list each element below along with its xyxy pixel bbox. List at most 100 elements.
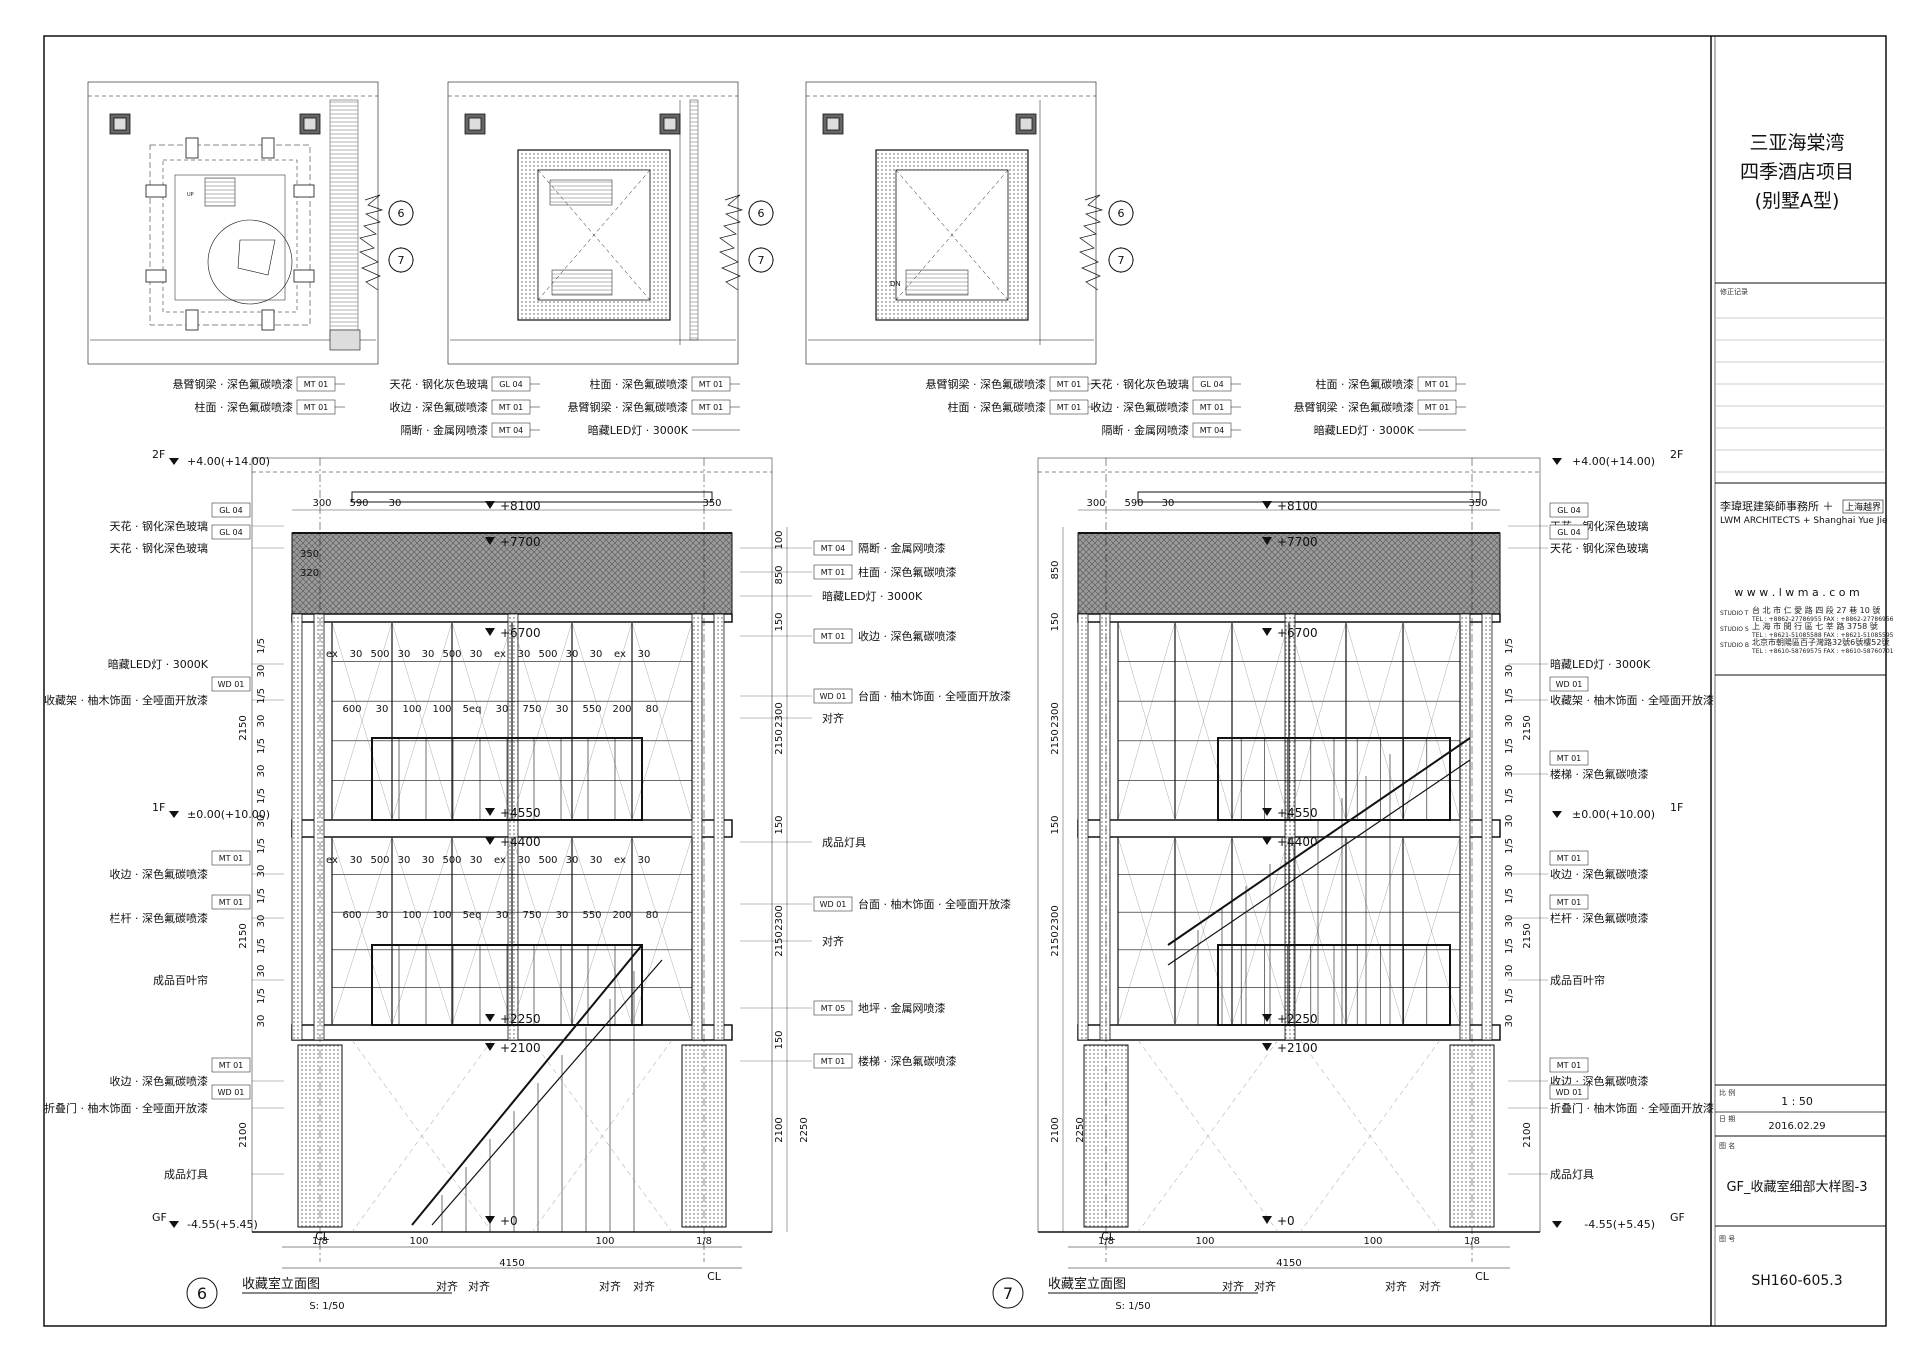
plan-1-marker-6: 6	[398, 207, 405, 220]
top-callout: 悬臂钢梁 · 深色氟碳喷漆	[926, 377, 1047, 391]
right-callout: 台面 · 柚木饰面 · 全哑面开放漆	[858, 689, 1011, 703]
elevation-scale: S: 1/50	[309, 1301, 344, 1312]
plan-1-up-label: UP	[187, 192, 194, 198]
elevation-number-circle	[186, 1277, 218, 1309]
floor-level-icon-0	[169, 458, 179, 465]
dimension-side: 2300	[1050, 702, 1061, 727]
side-callout: 天花 · 钢化深色玻璃	[1550, 541, 1649, 555]
dimension-fraction: 1/5	[1504, 738, 1515, 754]
level-mark-2-icon	[485, 628, 495, 636]
material-code-box	[813, 688, 853, 704]
material-code: GL 04	[219, 528, 242, 537]
drawing-name-label: 图 名	[1719, 1141, 1735, 1150]
centerline-label: CL	[1475, 1270, 1490, 1283]
dimension-fraction: 1/5	[256, 738, 267, 754]
side-callout: 折叠门 · 柚木饰面 · 全哑面开放漆	[1550, 1101, 1714, 1115]
material-code: MT 01	[219, 854, 244, 863]
floor-level-icon-1	[169, 811, 179, 818]
dimension-inner: 350	[300, 549, 319, 560]
dimension-fraction: 1/5	[1504, 688, 1515, 704]
level-mark-0: +8100	[500, 499, 541, 513]
material-code-box	[1549, 524, 1589, 540]
dimension-row: 30	[590, 855, 603, 866]
dimension-side: 2250	[1075, 1117, 1086, 1142]
top-callout: 暗藏LED灯 · 3000K	[1314, 423, 1415, 437]
dimension-total: 2100	[1522, 1122, 1533, 1147]
dimension-total: 2150	[238, 923, 249, 948]
material-code: MT 01	[699, 380, 724, 389]
align-label: 对齐	[436, 1279, 458, 1293]
material-code: MT 01	[304, 380, 329, 389]
dimension-fraction: 1/5	[1504, 638, 1515, 654]
dimension-row: 30	[422, 855, 435, 866]
material-code: MT 01	[1057, 403, 1082, 412]
firm-website: w w w . l w m a . c o m	[1734, 586, 1859, 599]
dimension-side: 150	[1050, 815, 1061, 834]
dimension-row: 500	[370, 649, 389, 660]
dimension-bottom: 4150	[499, 1258, 524, 1269]
elevation-title: 收藏室立面图	[242, 1276, 320, 1292]
level-mark-2-icon	[1262, 628, 1272, 636]
floor-level-value-1: ±0.00(+10.00)	[187, 808, 270, 821]
column	[1077, 613, 1089, 1041]
top-callout: 柱面 · 深色氟碳喷漆	[195, 400, 294, 414]
level-mark-4-icon	[1262, 837, 1272, 845]
drawing-number: SH160-605.3	[1751, 1273, 1842, 1289]
dimension-mid: 80	[646, 910, 659, 921]
dimension-fraction: 1/5	[1504, 788, 1515, 804]
elevation-6: +8100+7700+6700+4550+4400+2250+2100+02F+…	[44, 376, 1011, 1312]
dimension-side: 150	[1050, 612, 1061, 631]
material-code-box	[813, 564, 853, 580]
material-code: WD 01	[820, 692, 847, 701]
studio-t-address: 台 北 市 仁 愛 路 四 段 27 巷 10 號	[1752, 605, 1880, 615]
level-mark-6-icon	[485, 1043, 495, 1051]
right-callout: 对齐	[822, 934, 844, 948]
dimension-top: 30	[389, 498, 402, 509]
material-code: MT 01	[304, 403, 329, 412]
material-code: GL 04	[499, 380, 522, 389]
dimension-mid: 100	[402, 910, 421, 921]
column	[1284, 613, 1296, 1041]
material-code: MT 01	[821, 568, 846, 577]
floor-level-icon-0	[1552, 458, 1562, 465]
dimension-fraction: 1/5	[1504, 838, 1515, 854]
material-code: MT 01	[1557, 754, 1582, 763]
studio-b-label: STUDIO B	[1720, 642, 1749, 649]
material-code: MT 05	[821, 1004, 846, 1013]
material-code: MT 04	[821, 544, 846, 553]
dimension-fraction: 30	[256, 965, 267, 978]
align-label: 对齐	[468, 1279, 490, 1293]
material-code: MT 01	[499, 403, 524, 412]
elevation-number-circle	[992, 1277, 1024, 1309]
studio-b-tel: TEL : +8610-58769575 FAX : +8610-5876070…	[1751, 648, 1894, 655]
plan-2-marker-6: 6	[758, 207, 765, 220]
drawing-name: GF_收藏室细部大样图-3	[1726, 1179, 1867, 1195]
dimension-total: 2150	[238, 715, 249, 740]
project-name-line1: 三亚海棠湾	[1749, 132, 1844, 154]
material-code-box	[211, 524, 251, 540]
sheet-border	[43, 35, 1887, 1327]
material-code: MT 01	[1425, 380, 1450, 389]
studio-t-tel: TEL : +8862-27786955 FAX : +8862-2778695…	[1751, 616, 1894, 623]
align-label: 对齐	[633, 1279, 655, 1293]
key-plan-2-markers: 6 7	[719, 194, 774, 291]
glass-ceiling	[291, 532, 733, 615]
level-mark-7-icon	[485, 1216, 495, 1224]
dimension-mid: 200	[612, 704, 631, 715]
studio-s-address: 上 海 市 閔 行 區 七 莘 路 3758 號	[1752, 621, 1878, 631]
roof-beam	[351, 491, 713, 503]
level-mark-0-icon	[485, 501, 495, 509]
material-code-box	[1549, 1084, 1589, 1100]
dimension-bottom: 1/8	[312, 1236, 328, 1247]
material-code-box	[211, 502, 251, 518]
dimension-side: 2250	[799, 1117, 810, 1142]
dimension-row: ex	[614, 855, 626, 866]
floor-level-value-0: +4.00(+14.00)	[1572, 455, 1655, 468]
level-mark-7: +0	[1277, 1214, 1295, 1228]
dimension-bottom: 1/8	[696, 1236, 712, 1247]
dimension-row: ex	[326, 649, 338, 660]
floor-level-icon-2	[169, 1221, 179, 1228]
level-mark-4: +4400	[1277, 835, 1318, 849]
dimension-side: 850	[1050, 560, 1061, 579]
